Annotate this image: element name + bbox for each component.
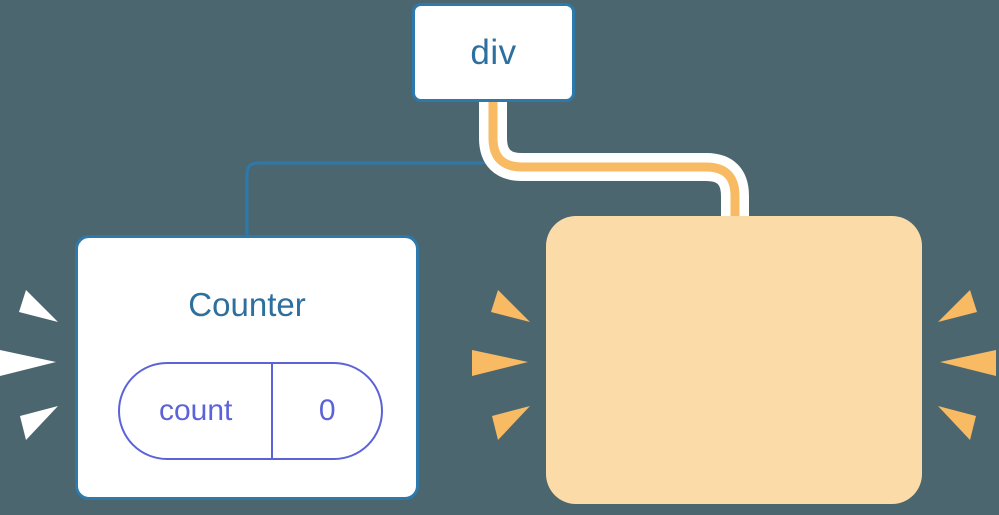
sparkle-ray-middle <box>0 350 56 376</box>
state-value-label: 0 <box>318 394 336 427</box>
state-pill-counter-left[interactable]: count 0 <box>118 362 383 460</box>
node-div[interactable]: div <box>412 3 575 102</box>
node-counter-left[interactable]: Counter count 0 <box>75 235 419 500</box>
node-counter-left-title: Counter <box>188 286 306 323</box>
sparkle-ray-upper <box>938 290 977 322</box>
state-key-label: count <box>120 364 274 458</box>
sparkles-counter-right-left <box>472 290 530 440</box>
sparkle-ray-middle <box>940 350 996 376</box>
sparkle-ray-upper <box>491 290 530 322</box>
edge-div-to-counter-right-halo <box>479 101 749 232</box>
sparkle-ray-lower <box>492 406 530 440</box>
node-div-title: div <box>470 33 517 72</box>
sparkle-ray-upper <box>19 290 58 322</box>
sparkles-counter-left <box>0 290 58 440</box>
sparkle-ray-lower <box>938 406 976 440</box>
sparkle-ray-lower <box>20 406 58 440</box>
edge-div-to-counter-right <box>488 101 740 232</box>
highlight-ring-counter-right: Counter count 0 <box>546 216 922 504</box>
edge-div-to-counter-left <box>245 99 495 240</box>
sparkle-ray-middle <box>472 350 528 376</box>
sparkles-counter-right-right <box>938 290 996 440</box>
